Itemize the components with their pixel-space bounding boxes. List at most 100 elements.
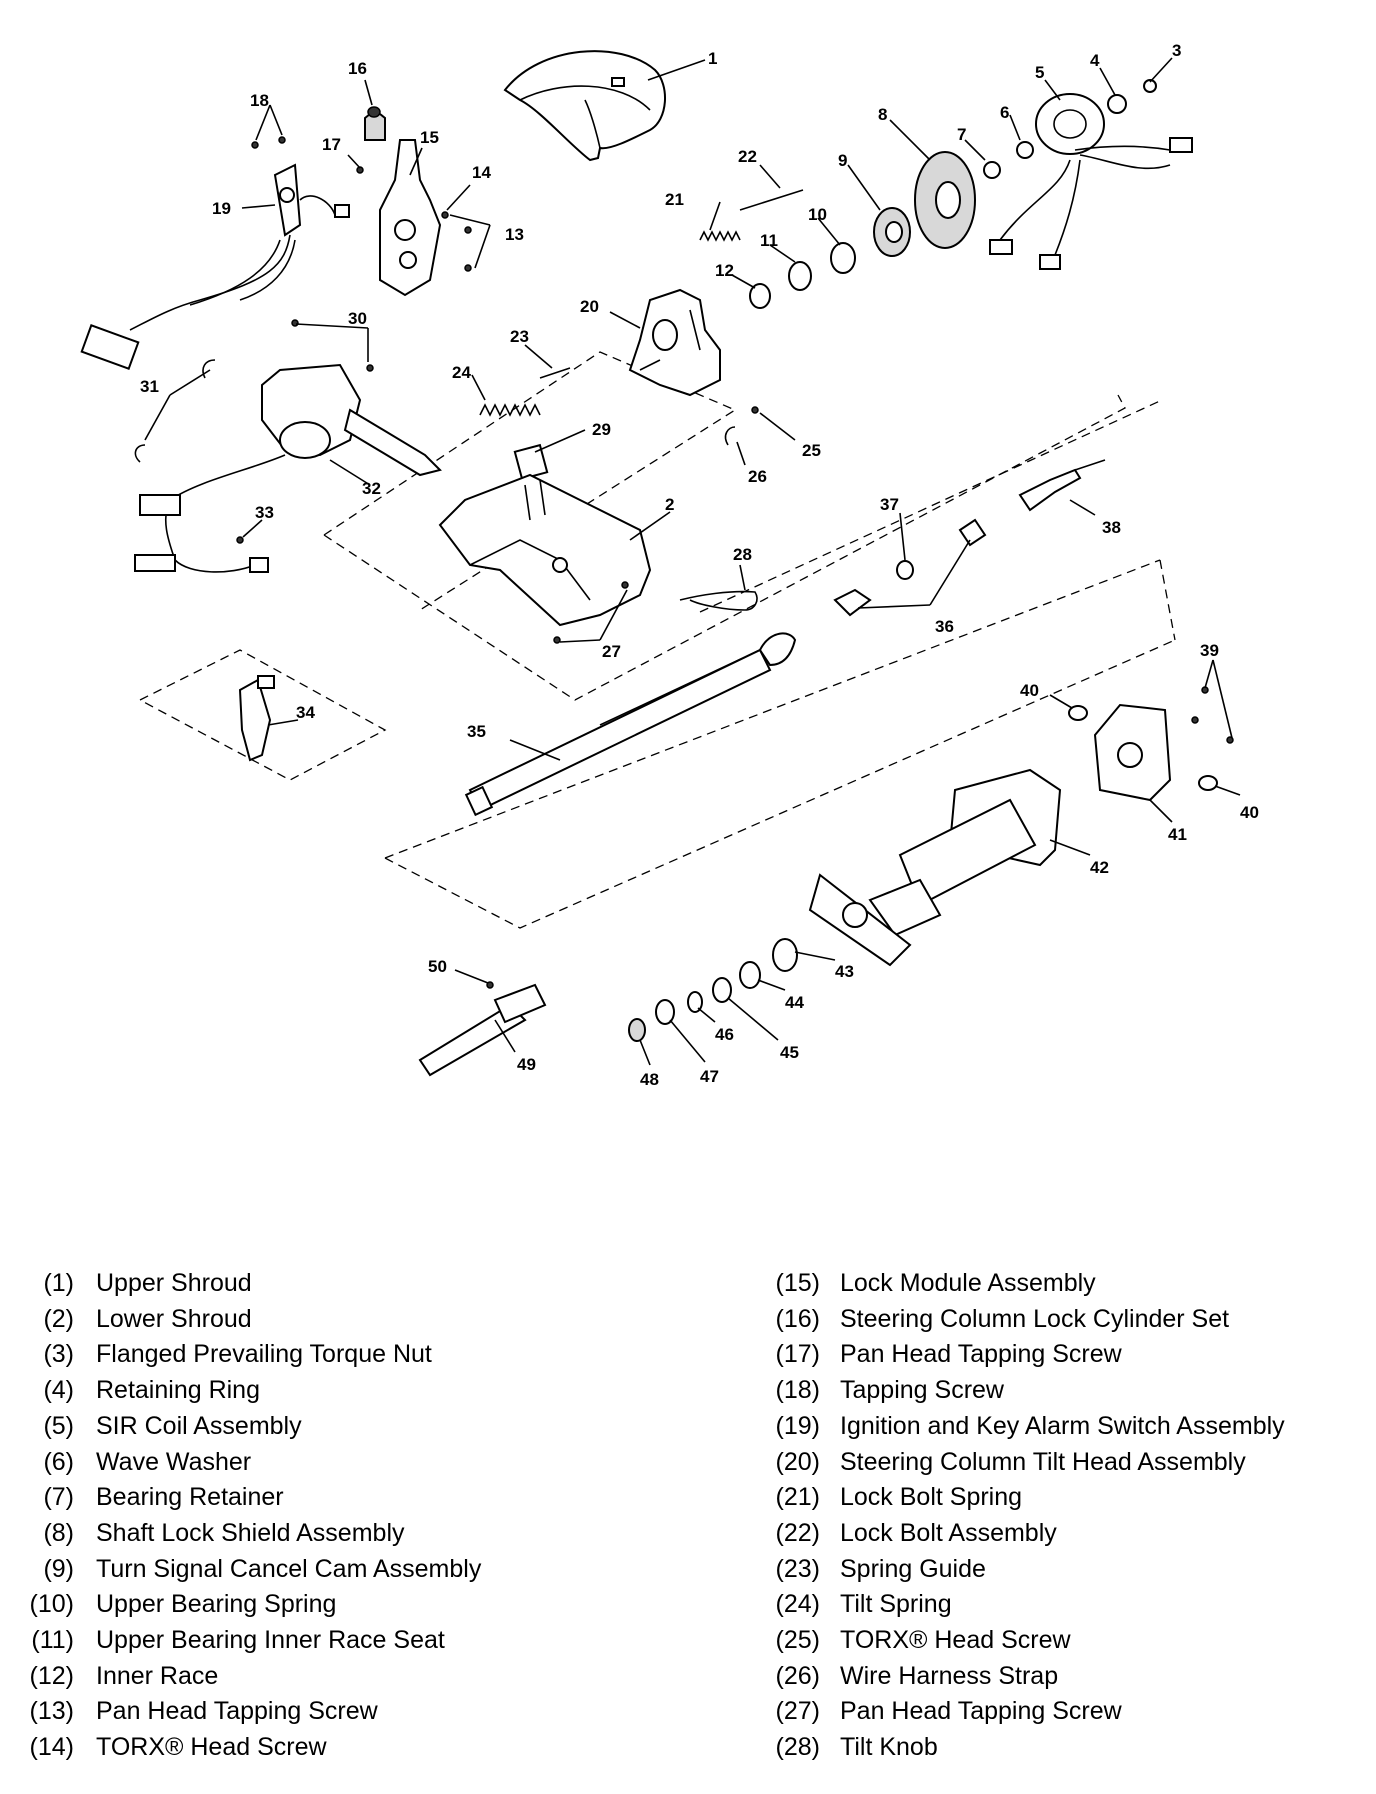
legend-item: (8)Shaft Lock Shield Assembly — [10, 1516, 481, 1552]
legend-item: (1)Upper Shroud — [10, 1266, 481, 1302]
legend-label: Tapping Screw — [840, 1376, 1004, 1405]
lock-bolt — [699, 189, 804, 242]
legend-number: (7) — [43, 1483, 74, 1512]
callout-22: 22 — [738, 147, 757, 166]
upper-shroud — [503, 50, 667, 162]
callout-28: 28 — [733, 545, 752, 564]
legend-label: Retaining Ring — [96, 1376, 260, 1405]
lower-shroud — [438, 443, 652, 627]
callout-13: 13 — [505, 225, 524, 244]
legend-item: (2)Lower Shroud — [10, 1302, 481, 1338]
callout-20: 20 — [580, 297, 599, 316]
callout-2: 2 — [665, 495, 674, 514]
legend-number: (20) — [775, 1447, 820, 1476]
callout-48: 48 — [640, 1070, 659, 1089]
legend-label: Steering Column Lock Cylinder Set — [840, 1304, 1230, 1333]
callout-3: 3 — [1172, 41, 1181, 60]
legend-label: Pan Head Tapping Screw — [96, 1697, 378, 1726]
tilt-spring — [479, 367, 571, 417]
legend-number: (5) — [43, 1411, 74, 1440]
column-jacket — [808, 768, 1062, 967]
legend-number: (25) — [775, 1626, 820, 1655]
callout-40b: 40 — [1240, 803, 1259, 822]
callout-45: 45 — [780, 1043, 799, 1062]
callout-29: 29 — [592, 420, 611, 439]
tilt-mount — [1068, 686, 1234, 802]
callout-38: 38 — [1102, 518, 1121, 537]
legend-label: Pan Head Tapping Screw — [840, 1340, 1122, 1369]
legend-number: (24) — [775, 1590, 820, 1619]
legend-label: Spring Guide — [840, 1554, 986, 1583]
legend-item: (9)Turn Signal Cancel Cam Assembly — [10, 1552, 481, 1588]
legend-number: (19) — [775, 1411, 820, 1440]
callout-44: 44 — [785, 993, 804, 1012]
legend-label: Bearing Retainer — [96, 1483, 284, 1512]
callout-15: 15 — [420, 128, 439, 147]
legend-item: (28)Tilt Knob — [748, 1730, 1285, 1766]
legend-item: (15) Lock Module Assembly — [748, 1266, 1285, 1302]
callout-43: 43 — [835, 962, 854, 981]
legend-item: (14)TORX® Head Screw — [10, 1730, 481, 1766]
legend-number: (2) — [43, 1304, 74, 1333]
callout-7: 7 — [957, 125, 966, 144]
part-34 — [238, 675, 275, 762]
callout-6: 6 — [1000, 103, 1009, 122]
legend-item: (13)Pan Head Tapping Screw — [10, 1694, 481, 1730]
legend-item: (18) Tapping Screw — [748, 1373, 1285, 1409]
legend-item: (11)Upper Bearing Inner Race Seat — [10, 1623, 481, 1659]
callout-33: 33 — [255, 503, 274, 522]
legend-label: Tilt Spring — [840, 1590, 952, 1619]
callout-41: 41 — [1168, 825, 1187, 844]
legend-label: Ignition and Key Alarm Switch Assembly — [840, 1411, 1285, 1440]
callout-5: 5 — [1035, 63, 1044, 82]
callout-50: 50 — [428, 957, 447, 976]
legend-number: (18) — [775, 1376, 820, 1405]
legend-label: Tilt Knob — [840, 1733, 938, 1762]
intermediate-shaft — [418, 981, 547, 1077]
legend-item: (23)Spring Guide — [748, 1552, 1285, 1588]
lower-bearing-parts — [628, 938, 798, 1042]
legend-item: (25)TORX® Head Screw — [748, 1623, 1285, 1659]
callout-49: 49 — [517, 1055, 536, 1074]
callout-32: 32 — [362, 479, 381, 498]
legend-label: Wire Harness Strap — [840, 1661, 1059, 1690]
callout-9: 9 — [838, 151, 847, 170]
legend-item: (20) Steering Column Tilt Head Assembly — [748, 1445, 1285, 1481]
upper-shaft-parts — [833, 459, 1106, 617]
callout-17: 17 — [322, 135, 341, 154]
callout-31: 31 — [140, 377, 159, 396]
legend-item: (16)Steering Column Lock Cylinder Set — [748, 1302, 1285, 1338]
callout-39: 39 — [1200, 641, 1219, 660]
legend-number: (12) — [29, 1661, 74, 1690]
legend-label: Lock Module Assembly — [840, 1269, 1096, 1297]
callout-11: 11 — [760, 231, 778, 250]
callout-24: 24 — [452, 363, 471, 382]
callout-37: 37 — [880, 495, 899, 514]
legend-item: (5) SIR Coil Assembly — [10, 1409, 481, 1445]
callout-14: 14 — [472, 163, 491, 182]
legend-number: (17) — [775, 1340, 820, 1369]
legend-number: (15) — [775, 1269, 820, 1297]
legend-number: (9) — [43, 1554, 74, 1583]
callout-1: 1 — [708, 49, 717, 68]
legend-item: (21)Lock Bolt Spring — [748, 1480, 1285, 1516]
tilt-head — [628, 288, 721, 397]
callout-47: 47 — [700, 1067, 719, 1086]
legend-label: Lock Bolt Spring — [840, 1483, 1023, 1512]
legend-item: (24) Tilt Spring — [748, 1587, 1285, 1623]
legend-label: Wave Washer — [96, 1447, 252, 1476]
legend-label: SIR Coil Assembly — [96, 1411, 302, 1440]
legend-label: Shaft Lock Shield Assembly — [96, 1518, 405, 1547]
legend-number: (27) — [775, 1697, 820, 1726]
legend-label: Upper Shroud — [96, 1269, 252, 1297]
legend-label: Steering Column Tilt Head Assembly — [840, 1447, 1246, 1476]
parts-legend-left: (1)Upper Shroud (2)Lower Shroud (3)Flang… — [10, 1266, 482, 1766]
legend-label: Flanged Prevailing Torque Nut — [96, 1340, 432, 1369]
callout-40a: 40 — [1020, 681, 1039, 700]
legend-number: (4) — [43, 1376, 74, 1405]
callout-23: 23 — [510, 327, 529, 346]
callout-26: 26 — [748, 467, 767, 486]
callout-18: 18 — [250, 91, 269, 110]
legend-number: (6) — [43, 1447, 74, 1476]
legend-label: Lock Bolt Assembly — [840, 1518, 1057, 1547]
